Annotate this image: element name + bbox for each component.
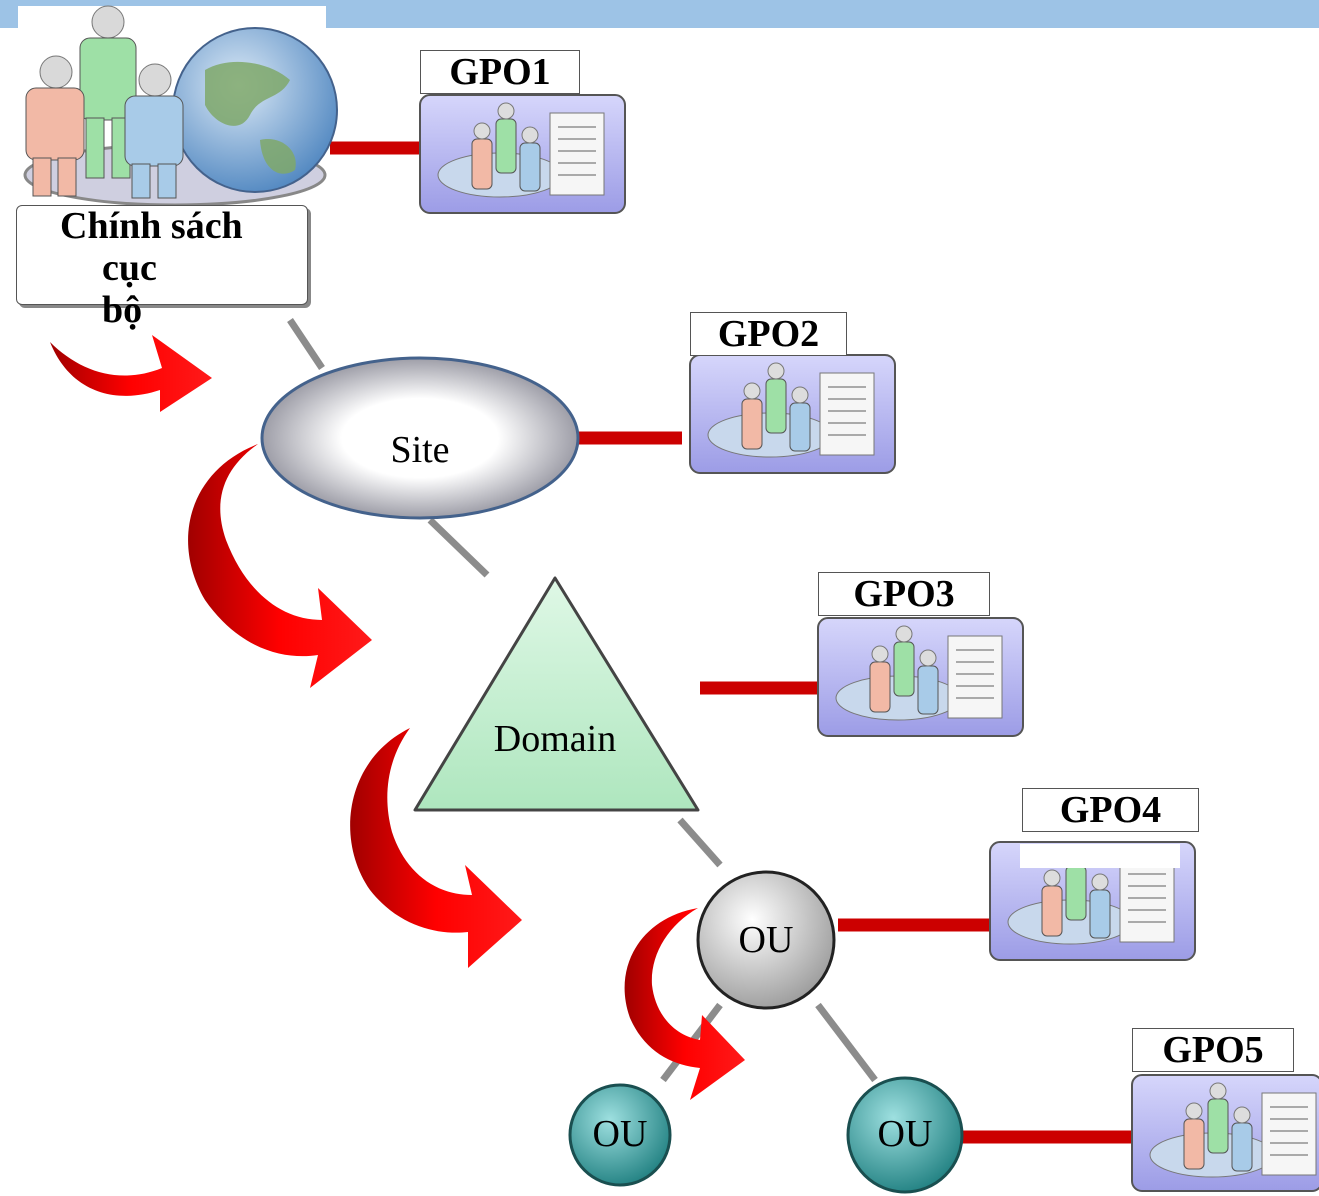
ou-right-label: OU — [877, 1113, 933, 1155]
local-policy-card — [16, 205, 308, 305]
local-policy-label: Chính sách cục bộ — [18, 205, 308, 331]
local-policy-line2: cục — [102, 247, 157, 289]
local-policy-line1: Chính sách — [60, 205, 243, 247]
local-policy-line3: bộ — [102, 289, 143, 331]
gpo4-icon — [989, 841, 1196, 961]
people-globe-icon — [18, 5, 338, 207]
gpo3-icon — [817, 617, 1024, 737]
connector-site-domain — [427, 517, 490, 578]
arrow-site-to-domain — [188, 444, 372, 688]
arrow-domain-to-ou — [350, 728, 522, 968]
gpo4-label: GPO4 — [1022, 788, 1199, 832]
gpo5-icon — [1131, 1074, 1319, 1192]
gpo1-icon — [419, 94, 626, 214]
domain-label: Domain — [493, 718, 617, 760]
ou-right-node — [846, 1076, 964, 1194]
connector-domain-ou — [677, 817, 723, 868]
gpo3-label: GPO3 — [818, 572, 990, 616]
domain-node — [413, 576, 700, 812]
gpo-links — [330, 141, 1145, 1144]
flow-arrows — [50, 335, 745, 1100]
ou-main-node — [696, 870, 836, 1010]
gpo5-label: GPO5 — [1132, 1028, 1294, 1072]
gpo1-label: GPO1 — [420, 50, 580, 94]
arrow-ou-to-child — [624, 908, 745, 1100]
gpo2-icon — [689, 354, 896, 474]
connector-ou-right — [815, 1002, 878, 1083]
ou-main-label: OU — [738, 919, 794, 961]
ou-left-node — [568, 1083, 672, 1187]
gpo2-label: GPO2 — [690, 312, 847, 356]
site-node — [260, 356, 580, 520]
connector-local-site — [287, 318, 325, 370]
site-label: Site — [390, 429, 450, 471]
ou-left-label: OU — [592, 1113, 648, 1155]
arrow-local-to-site — [50, 335, 212, 412]
